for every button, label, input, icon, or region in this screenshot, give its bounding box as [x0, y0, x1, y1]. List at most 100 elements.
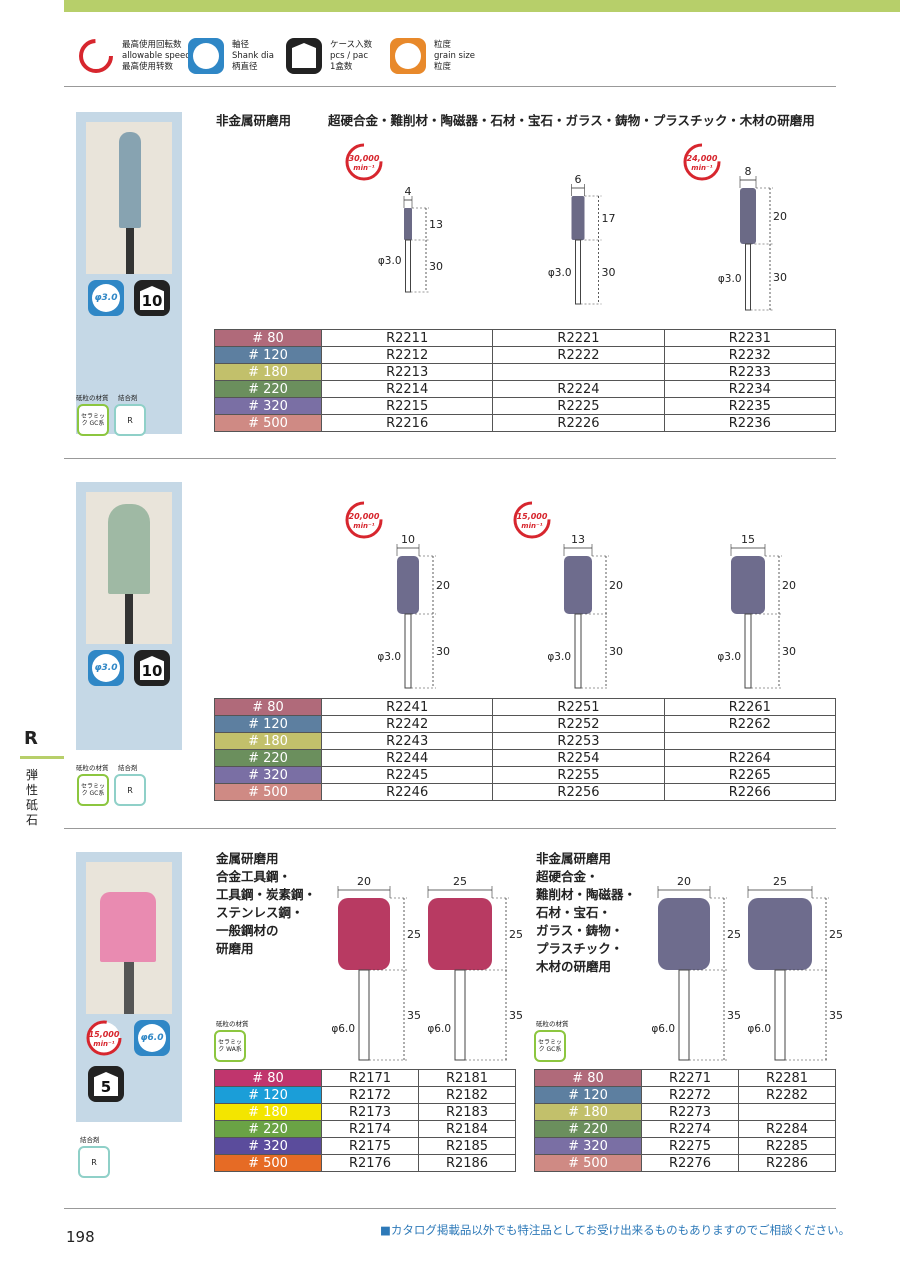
dim-label: 20 [677, 875, 691, 888]
case-count-badge: 10 [134, 280, 170, 316]
material-label: 砥粒の材質 [536, 1020, 569, 1028]
tool-head [564, 556, 592, 614]
section1-drawings: 30,000min⁻¹24,000min⁻¹41330φ3.061730φ3.0… [345, 143, 787, 311]
grit-cell: # 80 [214, 1069, 322, 1087]
speed-unit: min⁻¹ [353, 164, 374, 172]
speed-unit: min⁻¹ [521, 522, 542, 530]
dim-label: φ6.0 [331, 1023, 355, 1035]
shank-dia-badge: φ3.0 [88, 280, 124, 316]
speed-value: 20,000 [349, 512, 380, 521]
product-code-cell: R2244 [320, 749, 494, 767]
product-code-cell: R2275 [641, 1137, 739, 1155]
dim-label: 13 [571, 533, 585, 546]
dim-label: 10 [401, 533, 415, 546]
dim-label: 30 [609, 645, 623, 658]
section2-sidebar: φ3.0 10 [76, 482, 182, 750]
footnote: ■カタログ掲載品以外でも特注品としてお受け出来るものもありますのでご相談ください… [380, 1223, 851, 1237]
bond-label: 結合剤 [80, 1136, 100, 1144]
top-accent-bar [64, 0, 900, 12]
dim-label: φ3.0 [378, 255, 402, 267]
dim-label: 30 [429, 260, 443, 273]
product-code-cell: R2266 [663, 783, 837, 801]
dim-label: 25 [727, 928, 741, 941]
material-chip: セラミック GC系 [77, 404, 109, 436]
tool-shank [405, 239, 411, 293]
speed-value: 24,000 [687, 154, 718, 163]
product-code-cell: R2183 [418, 1103, 516, 1121]
dim-label: φ3.0 [548, 267, 572, 279]
product-photo [86, 492, 172, 644]
product-code-cell: R2276 [641, 1154, 739, 1172]
grit-cell: # 80 [214, 329, 322, 347]
side-tab-line [20, 756, 64, 759]
bond-label: 結合剤 [118, 394, 138, 402]
tool-head [428, 898, 492, 970]
dim-label: 30 [773, 271, 787, 284]
grit-cell: # 500 [214, 1154, 322, 1172]
product-code-cell: R2213 [320, 363, 494, 381]
dim-label: φ3.0 [717, 651, 741, 663]
dim-label: φ3.0 [718, 273, 742, 285]
product-code-cell: R2236 [663, 414, 837, 432]
product-code-cell: R2175 [321, 1137, 419, 1155]
speed-value: 30,000 [349, 154, 380, 163]
side-tab-label: 弾性砥石 [26, 768, 39, 827]
speed-unit: min⁻¹ [691, 164, 712, 172]
dim-label: 25 [407, 928, 421, 941]
dim-label: 20 [357, 875, 371, 888]
product-code-cell: R2224 [492, 380, 665, 398]
shank-dia-badge: φ6.0 [134, 1020, 170, 1056]
product-code-cell: R2285 [738, 1137, 836, 1155]
product-code-cell: R2176 [321, 1154, 419, 1172]
divider [64, 1208, 836, 1209]
product-code-cell: R2286 [738, 1154, 836, 1172]
dim-label: 6 [575, 173, 582, 186]
product-code-cell [738, 1103, 836, 1121]
product-code-cell: R2184 [418, 1120, 516, 1138]
product-code-cell: R2274 [641, 1120, 739, 1138]
case-count-badge: 10 [134, 650, 170, 686]
product-code-cell: R2182 [418, 1086, 516, 1104]
dim-label: 25 [509, 928, 523, 941]
shank-dia-icon [188, 38, 224, 74]
product-code-cell: R2234 [663, 380, 837, 398]
tool-shank [574, 613, 582, 689]
product-code-cell: R2254 [492, 749, 665, 767]
product-code-cell: R2233 [663, 363, 837, 381]
product-code-cell [663, 732, 837, 750]
product-code-cell: R2235 [663, 397, 837, 415]
product-code-cell: R2214 [320, 380, 494, 398]
tool-head [658, 898, 710, 970]
grit-cell: # 120 [534, 1086, 642, 1104]
product-code-cell: R2242 [320, 715, 494, 733]
product-code-cell: R2185 [418, 1137, 516, 1155]
page-number: 198 [66, 1228, 95, 1246]
product-code-cell: R2272 [641, 1086, 739, 1104]
dim-label: φ3.0 [547, 651, 571, 663]
bond-chip: R [114, 774, 146, 806]
speed-value: 15,000 [517, 512, 548, 521]
